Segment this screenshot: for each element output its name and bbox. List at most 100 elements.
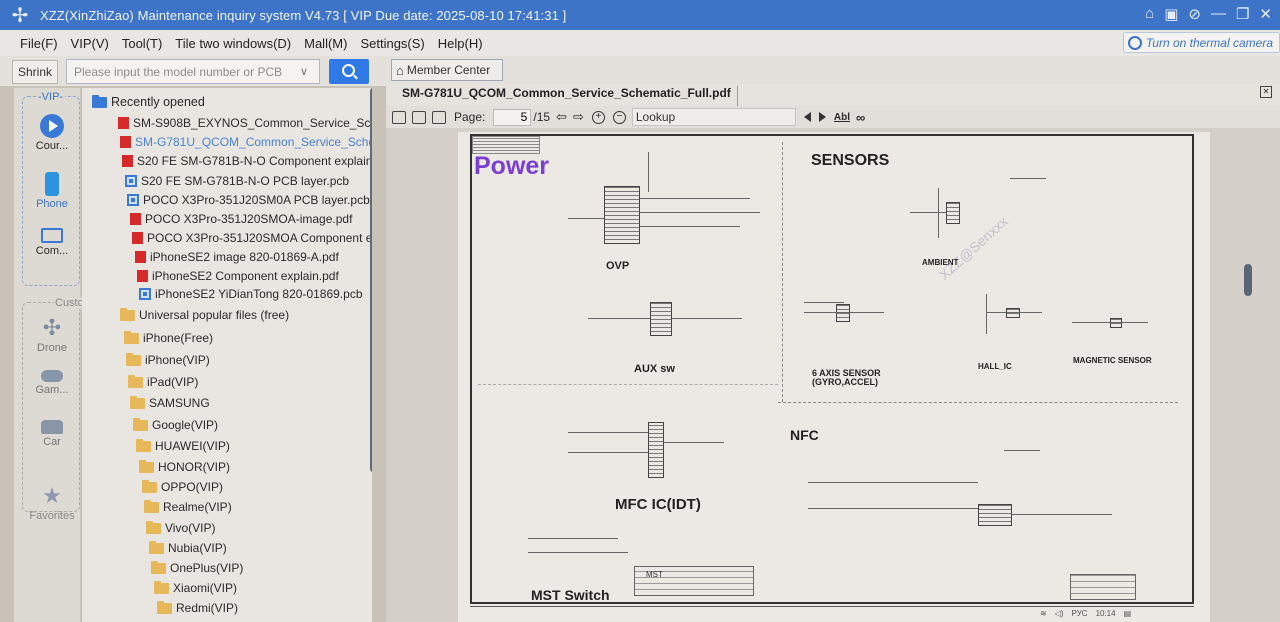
- close-button[interactable]: ✕: [1259, 6, 1272, 23]
- folder-item[interactable]: Universal popular files (free): [120, 306, 289, 324]
- tool-car[interactable]: Car: [24, 420, 80, 448]
- close-tab-icon[interactable]: ✕: [1260, 86, 1272, 98]
- member-center-button[interactable]: ⌂ Member Center: [391, 59, 503, 81]
- menu-settings[interactable]: Settings(S): [360, 35, 425, 51]
- tool-game[interactable]: Gam...: [24, 370, 80, 396]
- tool-game-label: Gam...: [35, 384, 69, 396]
- wire: [648, 152, 649, 192]
- recent-file-item[interactable]: SM-S908B_EXYNOS_Common_Service_Schematic: [118, 114, 372, 132]
- viewer-scrollbar[interactable]: [1244, 264, 1252, 296]
- recent-file-item[interactable]: S20 FE SM-G781B-N-O PCB layer.pcb: [125, 172, 349, 190]
- nfc-chip: [978, 504, 1012, 526]
- taskbar-time[interactable]: 10:14: [1095, 608, 1116, 618]
- menu-mall[interactable]: Mall(M): [304, 35, 348, 51]
- title-block-top: [472, 136, 540, 154]
- recent-file-item-selected[interactable]: SM-G781U_QCOM_Common_Service_Schematic: [120, 133, 372, 151]
- next-page-icon[interactable]: ⇨: [572, 109, 584, 124]
- wire: [808, 508, 978, 509]
- folder-item[interactable]: Xiaomi(VIP): [154, 579, 237, 597]
- recent-file-item[interactable]: iPhoneSE2 YiDianTong 820-01869.pcb: [139, 285, 363, 303]
- tool-computer[interactable]: Com...: [24, 228, 80, 257]
- find-prev-icon[interactable]: [803, 112, 811, 122]
- folder-item[interactable]: Google(VIP): [133, 416, 218, 434]
- zoom-in-icon[interactable]: +: [591, 110, 605, 124]
- menu-tile-windows[interactable]: Tile two windows(D): [175, 35, 292, 51]
- restore-button[interactable]: ❐: [1235, 6, 1250, 23]
- search-input[interactable]: [66, 59, 320, 84]
- folder-item[interactable]: HUAWEI(VIP): [136, 437, 230, 455]
- wire: [640, 212, 760, 213]
- rotate-left-icon[interactable]: [412, 110, 426, 124]
- file-name: S20 FE SM-G781B-N-O Component explain: [137, 154, 372, 168]
- folder-item[interactable]: OPPO(VIP): [142, 478, 223, 496]
- wire: [986, 294, 987, 334]
- zoom-out-icon[interactable]: −: [612, 110, 626, 124]
- chevron-down-icon[interactable]: ∨: [300, 66, 309, 78]
- folder-item[interactable]: iPhone(Free): [124, 329, 213, 347]
- folder-item[interactable]: OnePlus(VIP): [151, 559, 243, 577]
- wire: [528, 538, 618, 539]
- section-mfc-ic: MFC IC(IDT): [615, 496, 701, 513]
- thermal-camera-button[interactable]: Turn on thermal camera: [1122, 32, 1280, 53]
- minimize-button[interactable]: —: [1210, 5, 1226, 22]
- search-icon: [342, 64, 355, 77]
- tool-drone-label: Drone: [37, 342, 67, 354]
- menu-file[interactable]: File(F): [20, 35, 58, 51]
- binoculars-icon[interactable]: ∞: [855, 109, 866, 125]
- wire: [568, 218, 604, 219]
- rotate-right-icon[interactable]: [432, 110, 446, 124]
- help-icon[interactable]: ⊘: [1188, 6, 1201, 23]
- shrink-button[interactable]: Shrink: [12, 60, 58, 84]
- folder-item[interactable]: Vivo(VIP): [146, 519, 215, 537]
- network-icon[interactable]: ≋: [1040, 608, 1047, 618]
- tool-course[interactable]: Cour...: [24, 114, 80, 152]
- find-next-icon[interactable]: [818, 112, 826, 122]
- tool-computer-label: Com...: [35, 245, 69, 257]
- recent-file-item[interactable]: POCO X3Pro-351J20SM0A PCB layer.pcb: [127, 191, 370, 209]
- folder-item[interactable]: iPad(VIP): [128, 373, 198, 391]
- phone-icon: [45, 172, 59, 196]
- tab-schematic[interactable]: SM-G781U_QCOM_Common_Service_Schematic_F…: [396, 86, 738, 106]
- tool-phone[interactable]: Phone: [24, 172, 80, 210]
- recent-file-item[interactable]: iPhoneSE2 image 820-01869-A.pdf: [135, 248, 339, 266]
- ovp-chip: [604, 186, 640, 244]
- app-logo-icon: ✢: [11, 4, 29, 27]
- folder-item[interactable]: Realme(VIP): [144, 498, 232, 516]
- recent-file-item[interactable]: S20 FE SM-G781B-N-O Component explain: [122, 152, 372, 170]
- toolbar: Shrink ∨ ⌂ Member Center: [0, 56, 1280, 86]
- menu-tool[interactable]: Tool(T): [121, 35, 163, 51]
- category-panel: -VIP- Cour... Phone Com... Custom ✣ Dron…: [14, 88, 94, 622]
- file-name: iPhoneSE2 image 820-01869-A.pdf: [150, 250, 339, 264]
- wire: [808, 482, 978, 483]
- recent-file-item[interactable]: POCO X3Pro-351J20SMOA-image.pdf: [130, 210, 352, 228]
- lookup-input[interactable]: [631, 108, 796, 126]
- book-icon[interactable]: [392, 110, 406, 124]
- match-case-button[interactable]: Abl: [833, 111, 850, 123]
- folder-item[interactable]: iPhone(VIP): [126, 351, 210, 369]
- menu-help[interactable]: Help(H): [437, 35, 483, 51]
- volume-icon[interactable]: ◁): [1054, 608, 1064, 618]
- prev-page-icon[interactable]: ⇦: [556, 109, 567, 124]
- recently-opened-folder[interactable]: Recently opened: [92, 93, 205, 111]
- recent-file-item[interactable]: iPhoneSE2 Component explain.pdf: [137, 267, 339, 285]
- folder-item[interactable]: Redmi(VIP): [157, 599, 238, 617]
- save-icon[interactable]: ▣: [1164, 6, 1179, 23]
- folder-name: HUAWEI(VIP): [155, 439, 230, 453]
- tool-favorites[interactable]: ★ Favorites: [24, 484, 80, 523]
- taskbar-lang[interactable]: РУС: [1071, 608, 1088, 618]
- folder-icon: [139, 459, 154, 473]
- menu-vip[interactable]: VIP(V): [70, 35, 109, 51]
- tool-drone[interactable]: ✣ Drone: [24, 316, 80, 355]
- page-number-input[interactable]: [493, 108, 532, 126]
- recent-file-item[interactable]: POCO X3Pro-351J20SMOA Component explain: [132, 229, 372, 247]
- folder-item[interactable]: Nubia(VIP): [149, 539, 227, 557]
- lock-icon[interactable]: ⌂: [1145, 5, 1155, 22]
- folder-item[interactable]: HONOR(VIP): [139, 458, 230, 476]
- tool-phone-label: Phone: [36, 198, 68, 210]
- file-tree-scrollbar[interactable]: [370, 88, 372, 472]
- schematic-page[interactable]: Power SENSORS OVP AMBIENT AUX sw 6 AXIS …: [458, 132, 1210, 622]
- search-button[interactable]: [329, 59, 369, 84]
- notification-icon[interactable]: ▤: [1123, 608, 1132, 618]
- folder-name: OnePlus(VIP): [170, 561, 244, 575]
- folder-item[interactable]: SAMSUNG: [130, 394, 210, 412]
